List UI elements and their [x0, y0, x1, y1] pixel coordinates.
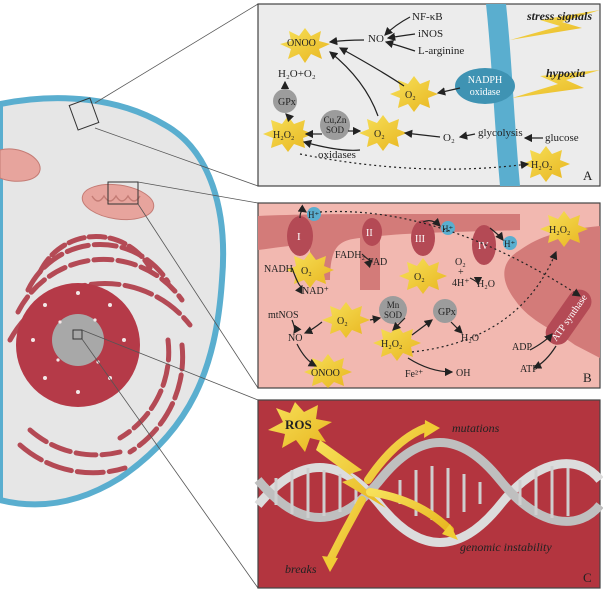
stress-signals-label: stress signals	[526, 9, 592, 23]
plus-label-b: +	[458, 267, 464, 278]
larginine-label: L-arginine	[418, 45, 464, 57]
h2o2-label-a-out: H₂O₂	[531, 160, 552, 171]
superoxide-label-a1: O₂	[405, 90, 416, 101]
panel-c: ROS mutations breaks genomic instability…	[254, 399, 603, 589]
complex-iii	[411, 220, 435, 256]
hplus-2: H⁺	[442, 224, 453, 234]
sod-label-b: SOD	[384, 310, 403, 320]
mitochondrion-small	[0, 148, 41, 182]
mn-sod	[379, 296, 407, 324]
onoo-label-a: ONOO	[287, 38, 316, 49]
complex-iv-label: IV	[478, 241, 489, 252]
nadph-oxidase	[455, 68, 515, 104]
complex-i	[287, 216, 313, 256]
panel-a-arrows	[280, 16, 543, 170]
mn-label: Mn	[387, 300, 400, 310]
oh-label: OH	[456, 368, 470, 379]
h2o-label-b2: H₂O	[461, 333, 479, 344]
four-h-label: 4H⁺	[452, 278, 470, 289]
genomic-instability-label: genomic instability	[460, 540, 552, 554]
gpx-enzyme-b	[433, 299, 457, 323]
breaks-label: breaks	[285, 562, 317, 576]
ros-burst	[268, 402, 332, 452]
hplus-1: H⁺	[308, 210, 319, 220]
nadplus-label: NAD⁺	[302, 286, 329, 297]
o2-label-a: O₂	[443, 132, 455, 144]
superoxide-burst-b2	[399, 258, 447, 294]
panel-b-arrows	[291, 204, 582, 377]
complex-ii	[362, 218, 382, 246]
onoo-label-b: ONOO	[311, 368, 340, 379]
glucose-label: glucose	[545, 132, 579, 144]
cuzn-sod	[320, 110, 350, 140]
hypoxia-bolt	[512, 70, 600, 98]
superoxide-label-b3: O₂	[337, 316, 348, 327]
h2o2-burst-a	[263, 116, 313, 152]
panel-c-letter: C	[583, 570, 592, 585]
effect-arrowheads	[322, 420, 458, 572]
h2o2-burst-b-out	[540, 211, 588, 247]
fe-label: Fe²⁺	[405, 369, 423, 380]
protons: H⁺ H⁺ H⁺	[307, 207, 517, 250]
effect-arrows	[326, 424, 454, 564]
onoo-burst-a	[280, 28, 330, 63]
h2o2-burst-b	[373, 325, 421, 361]
panel-b-letter: B	[583, 370, 592, 385]
complex-iv	[472, 225, 496, 265]
gpx-enzyme-a	[273, 89, 297, 113]
complex-iii-label: III	[415, 234, 425, 245]
adp-label: ADP	[512, 342, 532, 353]
atp-label: ATP	[520, 364, 538, 375]
inos-label: iNOS	[418, 28, 443, 40]
cuzn-label: Cu,Zn	[324, 115, 347, 125]
oxidase-label: oxidase	[470, 87, 501, 98]
complex-i-label: I	[297, 231, 301, 243]
h2o-o2-label: H₂O+O₂	[278, 68, 316, 80]
o2-label-b: O₂	[455, 257, 466, 268]
superoxide-label-b2: O₂	[414, 272, 425, 283]
panel-a: stress signals hypoxia NADPH oxidase NF-…	[257, 3, 601, 187]
zoom-box-membrane	[68, 97, 100, 131]
glycolysis-label: glycolysis	[478, 127, 523, 139]
superoxide-burst-b3	[322, 302, 370, 338]
ros-lightning	[316, 440, 386, 508]
superoxide-burst-b1	[286, 252, 334, 288]
no-label-b: NO	[288, 333, 302, 344]
superoxide-burst-a2	[359, 115, 407, 151]
sod-label-a: SOD	[326, 125, 345, 135]
mitochondrion	[81, 183, 155, 221]
h2o2-label-b: H₂O₂	[381, 339, 402, 350]
ros-label: ROS	[285, 417, 312, 432]
h2o-label-b1: H₂O	[477, 279, 495, 290]
nfkb-label: NF-κB	[412, 11, 443, 23]
nadh-label: NADH	[264, 264, 293, 275]
h2o2-burst-a-out	[522, 146, 570, 182]
zoom-box-nucleus	[72, 329, 83, 340]
mtnos-label: mtNOS	[268, 310, 299, 321]
nucleolus	[52, 314, 104, 366]
h2o2-label-a: H₂O₂	[273, 130, 294, 141]
panel-a-letter: A	[583, 168, 593, 183]
gpx-label-a: GPx	[278, 97, 296, 108]
mutations-label: mutations	[452, 421, 500, 435]
gpx-label-b: GPx	[438, 307, 456, 318]
cell	[0, 3, 259, 589]
oxidases-label: oxidases	[318, 149, 356, 161]
superoxide-label-b1: O₂	[301, 266, 312, 277]
no-radical-a: NO	[368, 33, 384, 45]
inner-membrane	[258, 203, 600, 358]
complex-ii-label: II	[366, 228, 373, 239]
hplus-3: H⁺	[504, 239, 515, 249]
fad-label: FAD	[368, 257, 387, 268]
nadph-label: NADPH	[468, 75, 502, 86]
fadh2-label: FADH₂	[335, 250, 365, 261]
hypoxia-label: hypoxia	[546, 66, 585, 80]
superoxide-label-a2: O₂	[374, 129, 385, 140]
panel-b: I II III IV H⁺ H⁺ H⁺ H₂O₂ O₂ O₂ O₂ H₂O₂ …	[257, 202, 601, 389]
zoom-box-mitochondrion	[107, 181, 139, 205]
h2o2-label-b-out: H₂O₂	[549, 225, 570, 236]
